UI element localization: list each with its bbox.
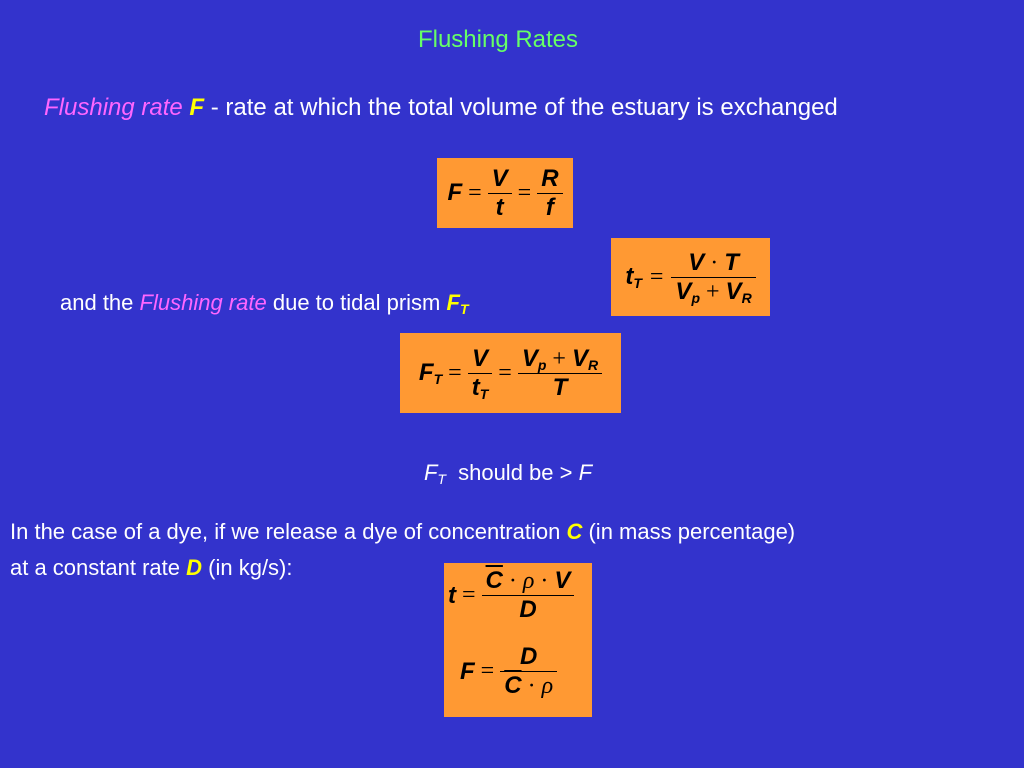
dye-concentration-symbol: C <box>566 519 583 544</box>
definition-line: Flushing rate F - rate at which the tota… <box>44 94 838 122</box>
eq3-frac1: V tT <box>467 345 493 402</box>
dye-description: In the case of a dye, if we release a dy… <box>10 519 796 580</box>
eq1-frac-vt: V t <box>487 165 512 222</box>
equation-tidal-time: tT = V · T Vp + VR <box>611 238 770 316</box>
eq1-lhs: F <box>447 179 463 206</box>
equation-flushing-rate: F = V t = R f <box>437 158 573 228</box>
eq1-frac-rf: R f <box>537 165 563 222</box>
eq3-lhs: FT <box>418 359 443 387</box>
definition-text: - rate at which the total volume of the … <box>210 94 838 121</box>
tidal-symbol: FT <box>446 290 469 317</box>
flushing-rate-term: Flushing rate <box>44 94 183 121</box>
slide-title: Flushing Rates <box>417 26 579 53</box>
flushing-rate-symbol: F <box>189 94 205 121</box>
equation-dye-box: t = C · ρ · V D F = D C · ρ <box>444 563 592 717</box>
comparison-line: FT should be > F <box>423 460 593 487</box>
eq2-frac: V · T Vp + VR <box>671 249 756 306</box>
eq3-frac2: Vp + VR T <box>517 345 603 402</box>
dye-rate-symbol: D <box>186 555 203 580</box>
equation-dye-time: t = C · ρ · V D <box>448 567 575 624</box>
equation-tidal-flushing-rate: FT = V tT = Vp + VR T <box>400 333 621 413</box>
tidal-prism-line: and the Flushing rate due to tidal prism… <box>60 290 469 317</box>
eq2-lhs: tT <box>625 263 642 291</box>
equation-dye-flushing: F = D C · ρ <box>460 643 558 700</box>
